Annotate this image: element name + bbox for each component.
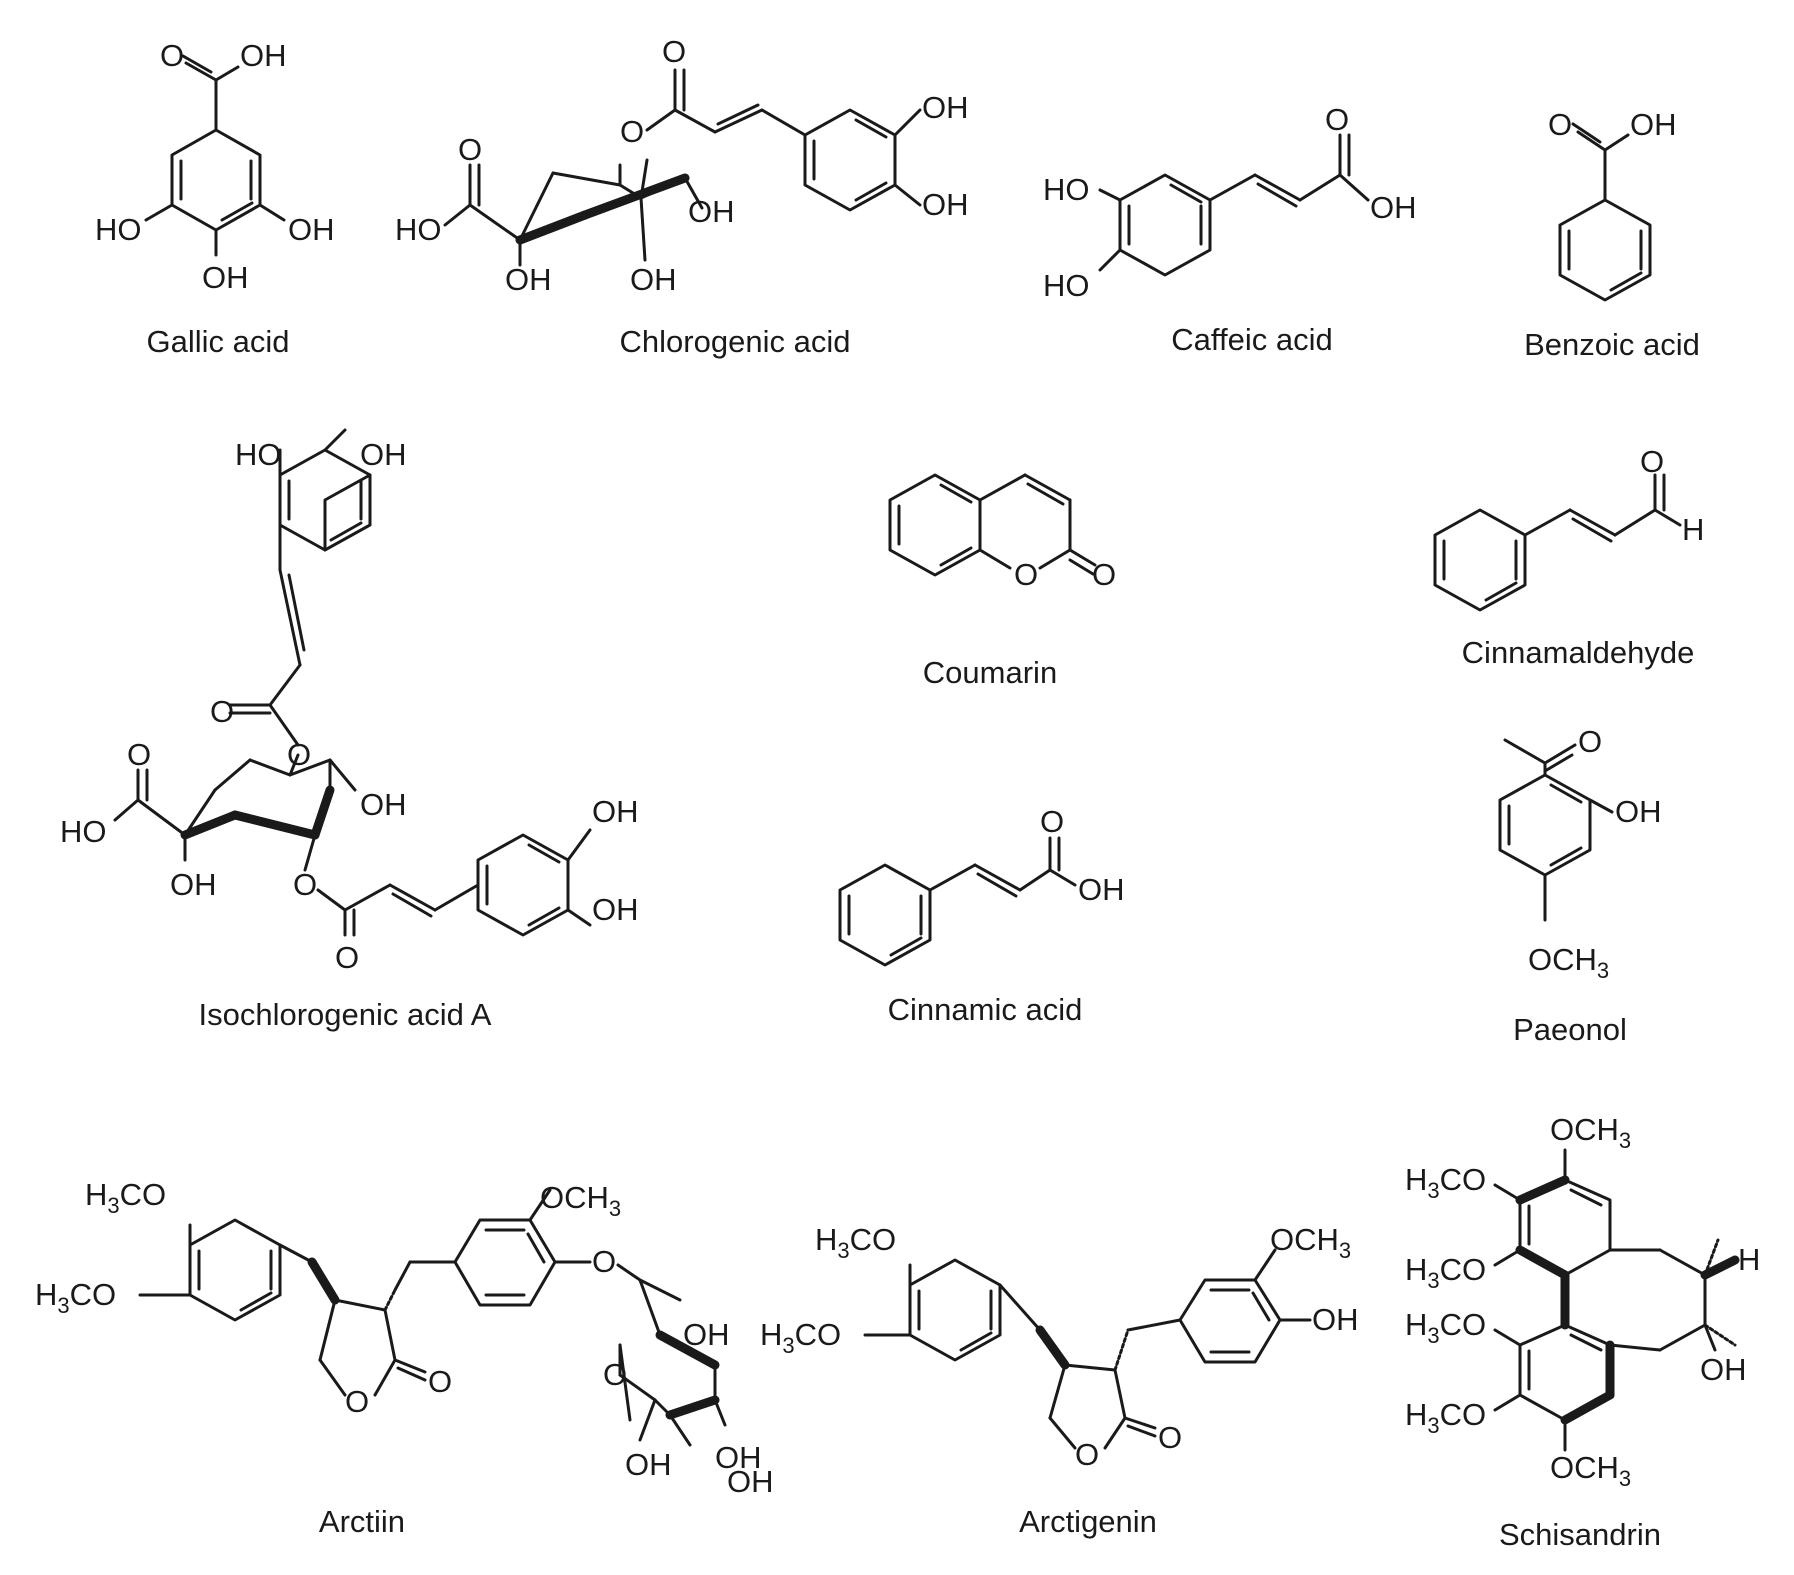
atom-label: OH bbox=[1615, 794, 1662, 829]
atom-label: OH bbox=[240, 38, 287, 73]
atom-label: OH bbox=[1078, 872, 1125, 907]
caption-gallic-acid: Gallic acid bbox=[147, 324, 290, 359]
atom-label: OH bbox=[170, 867, 217, 902]
atom-label: O bbox=[1040, 804, 1064, 839]
atom-label: O bbox=[1075, 1437, 1099, 1472]
atom-label: H3CO bbox=[1405, 1162, 1486, 1203]
atom-label: O bbox=[287, 737, 311, 772]
atom-label: O bbox=[1640, 444, 1664, 479]
atom-label: H3CO bbox=[815, 1222, 896, 1263]
atom-label: O bbox=[335, 940, 359, 975]
atom-label: H3CO bbox=[35, 1277, 116, 1318]
atom-label: OH bbox=[592, 794, 639, 829]
caption-schisandrin: Schisandrin bbox=[1499, 1517, 1661, 1552]
atom-label: OCH3 bbox=[540, 1180, 621, 1221]
atom-label: O bbox=[1325, 102, 1349, 137]
caption-chlorogenic-acid: Chlorogenic acid bbox=[620, 324, 851, 359]
caption-arctiin: Arctiin bbox=[319, 1504, 405, 1539]
atom-label: OH bbox=[922, 90, 969, 125]
atom-label: HO bbox=[235, 437, 282, 472]
caption-benzoic-acid: Benzoic acid bbox=[1524, 327, 1700, 362]
benzoic-acid-structure: O OH bbox=[1548, 107, 1677, 302]
atom-label: O bbox=[428, 1364, 452, 1399]
atom-label: OH bbox=[630, 262, 677, 297]
caption-arctigenin: Arctigenin bbox=[1019, 1504, 1157, 1539]
atom-label: O bbox=[127, 737, 151, 772]
atom-label: HO bbox=[60, 814, 107, 849]
atom-label: O bbox=[603, 1357, 627, 1392]
atom-label: OH bbox=[505, 262, 552, 297]
atom-label: OCH3 bbox=[1550, 1112, 1631, 1153]
cinnamic-acid-structure: O OH bbox=[838, 804, 1125, 967]
atom-label: OCH3 bbox=[1550, 1450, 1631, 1491]
atom-label: OCH3 bbox=[1528, 942, 1609, 983]
atom-label: HO bbox=[395, 212, 442, 247]
atom-label: HO bbox=[1043, 172, 1090, 207]
atom-label: OH bbox=[922, 187, 969, 222]
caption-isochlorogenic-acid-a: Isochlorogenic acid A bbox=[199, 997, 492, 1032]
atom-label: OH bbox=[1630, 107, 1677, 142]
atom-label: H bbox=[1682, 512, 1704, 547]
atom-label: OH bbox=[360, 437, 407, 472]
atom-label: O bbox=[458, 132, 482, 167]
atom-label: H bbox=[1738, 1242, 1760, 1277]
atom-label: O bbox=[1548, 107, 1572, 142]
atom-label: OH bbox=[715, 1440, 762, 1475]
atom-label: OH bbox=[688, 194, 735, 229]
arctiin-structure: H3CO H3CO OCH3 O O O OH O OH OH OH bbox=[35, 1177, 774, 1499]
atom-label: H3CO bbox=[1405, 1307, 1486, 1348]
atom-label: OH bbox=[288, 212, 335, 247]
atom-label: HO bbox=[95, 212, 142, 247]
atom-label: O bbox=[1092, 557, 1116, 592]
atom-label: OH bbox=[625, 1447, 672, 1482]
atom-label: O bbox=[1578, 724, 1602, 759]
paeonol-structure: O OH OCH3 bbox=[1498, 724, 1662, 983]
atom-label: H3CO bbox=[1405, 1252, 1486, 1293]
atom-label: O bbox=[160, 38, 184, 73]
atom-label: O bbox=[210, 694, 234, 729]
atom-label: OH bbox=[683, 1317, 730, 1352]
chlorogenic-acid-structure: O O OH OH O HO OH OH OH bbox=[395, 34, 969, 297]
atom-label: OH bbox=[360, 787, 407, 822]
atom-label: OCH3 bbox=[1270, 1222, 1351, 1263]
caption-paeonol: Paeonol bbox=[1513, 1012, 1627, 1047]
atom-label: O bbox=[345, 1384, 369, 1419]
atom-label: O bbox=[620, 114, 644, 149]
atom-label: OH bbox=[592, 892, 639, 927]
atom-label: OH bbox=[1370, 190, 1417, 225]
atom-label: H3CO bbox=[85, 1177, 166, 1218]
atom-label: O bbox=[1158, 1420, 1182, 1455]
atom-label: O bbox=[662, 34, 686, 69]
schisandrin-structure: OCH3 H3CO H3CO H3CO H3CO OCH3 H OH bbox=[1405, 1112, 1760, 1491]
arctigenin-structure: H3CO H3CO OCH3 OH O O bbox=[760, 1222, 1359, 1472]
caption-caffeic-acid: Caffeic acid bbox=[1171, 322, 1332, 357]
gallic-acid-structure: O OH HO OH OH bbox=[95, 38, 335, 295]
atom-label: H3CO bbox=[760, 1317, 841, 1358]
coumarin-structure: O O bbox=[888, 473, 1116, 592]
cinnamaldehyde-structure: O H bbox=[1433, 444, 1704, 612]
caption-cinnamaldehyde: Cinnamaldehyde bbox=[1462, 635, 1695, 670]
atom-label: HO bbox=[1043, 268, 1090, 303]
isochlorogenic-acid-a-structure: HO OH O O O HO OH OH O O OH OH bbox=[60, 428, 639, 975]
atom-label: H3CO bbox=[1405, 1397, 1486, 1438]
atom-label: OH bbox=[727, 1464, 774, 1499]
atom-label: O bbox=[1014, 557, 1038, 592]
atom-label: OH bbox=[202, 260, 249, 295]
atom-label: OH bbox=[1312, 1302, 1359, 1337]
atom-label: OH bbox=[1700, 1352, 1747, 1387]
caption-cinnamic-acid: Cinnamic acid bbox=[888, 992, 1083, 1027]
atom-label: O bbox=[293, 867, 317, 902]
caffeic-acid-structure: HO HO O OH bbox=[1043, 102, 1417, 303]
atom-label: O bbox=[592, 1244, 616, 1279]
caption-coumarin: Coumarin bbox=[923, 655, 1057, 690]
